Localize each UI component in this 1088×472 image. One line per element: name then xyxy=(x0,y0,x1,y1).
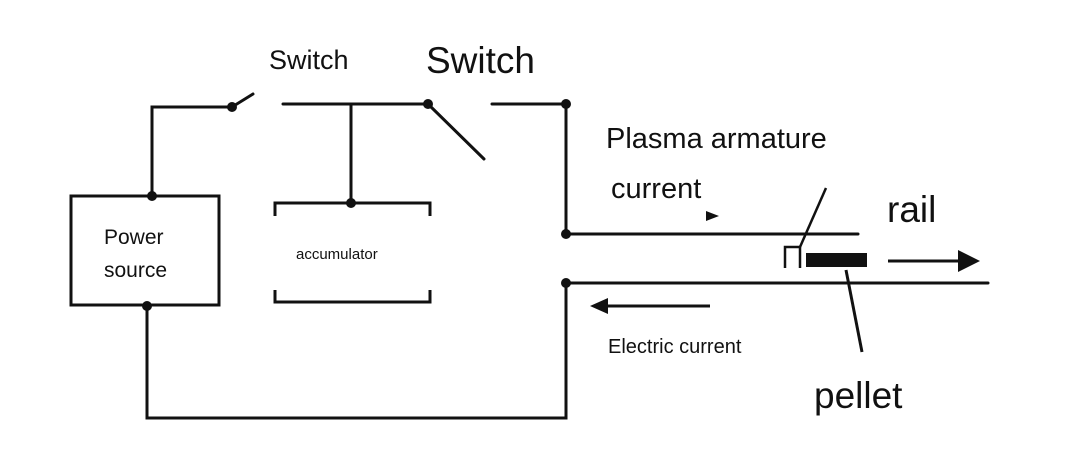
pellet-pointer xyxy=(844,269,864,353)
pellet-label: pellet xyxy=(814,375,903,416)
accumulator-box xyxy=(273,201,432,304)
wire-switch2-to-rail xyxy=(490,102,568,236)
power-source-box xyxy=(69,194,221,307)
plasma-armature xyxy=(783,187,828,268)
junction-dot xyxy=(561,99,571,109)
power-source-label-line2: source xyxy=(104,259,167,282)
electric-current-label: Electric current xyxy=(608,336,742,358)
junction-dot xyxy=(561,278,571,288)
power-source-label-line1: Power xyxy=(104,226,164,249)
wire-power-to-switch1 xyxy=(150,105,234,198)
wire-return xyxy=(145,281,568,420)
rail-direction-arrow-icon xyxy=(888,250,980,272)
junction-dot xyxy=(423,99,433,109)
plasma-armature-current-label-line2: current xyxy=(611,173,701,205)
switch-label-small: Switch xyxy=(269,45,349,75)
switch-label-large: Switch xyxy=(426,40,535,81)
accumulator-label: accumulator xyxy=(296,246,378,263)
switch2-blade xyxy=(426,102,486,161)
junction-dots xyxy=(142,99,571,311)
rail-label: rail xyxy=(887,189,936,230)
junction-dot xyxy=(227,102,237,112)
plasma-armature-current-label-line1: Plasma armature xyxy=(606,123,827,155)
junction-dot xyxy=(561,229,571,239)
electric-current-arrow-icon xyxy=(590,298,710,314)
pellet-shape xyxy=(806,253,867,267)
plasma-current-arrowhead-icon xyxy=(706,211,719,221)
